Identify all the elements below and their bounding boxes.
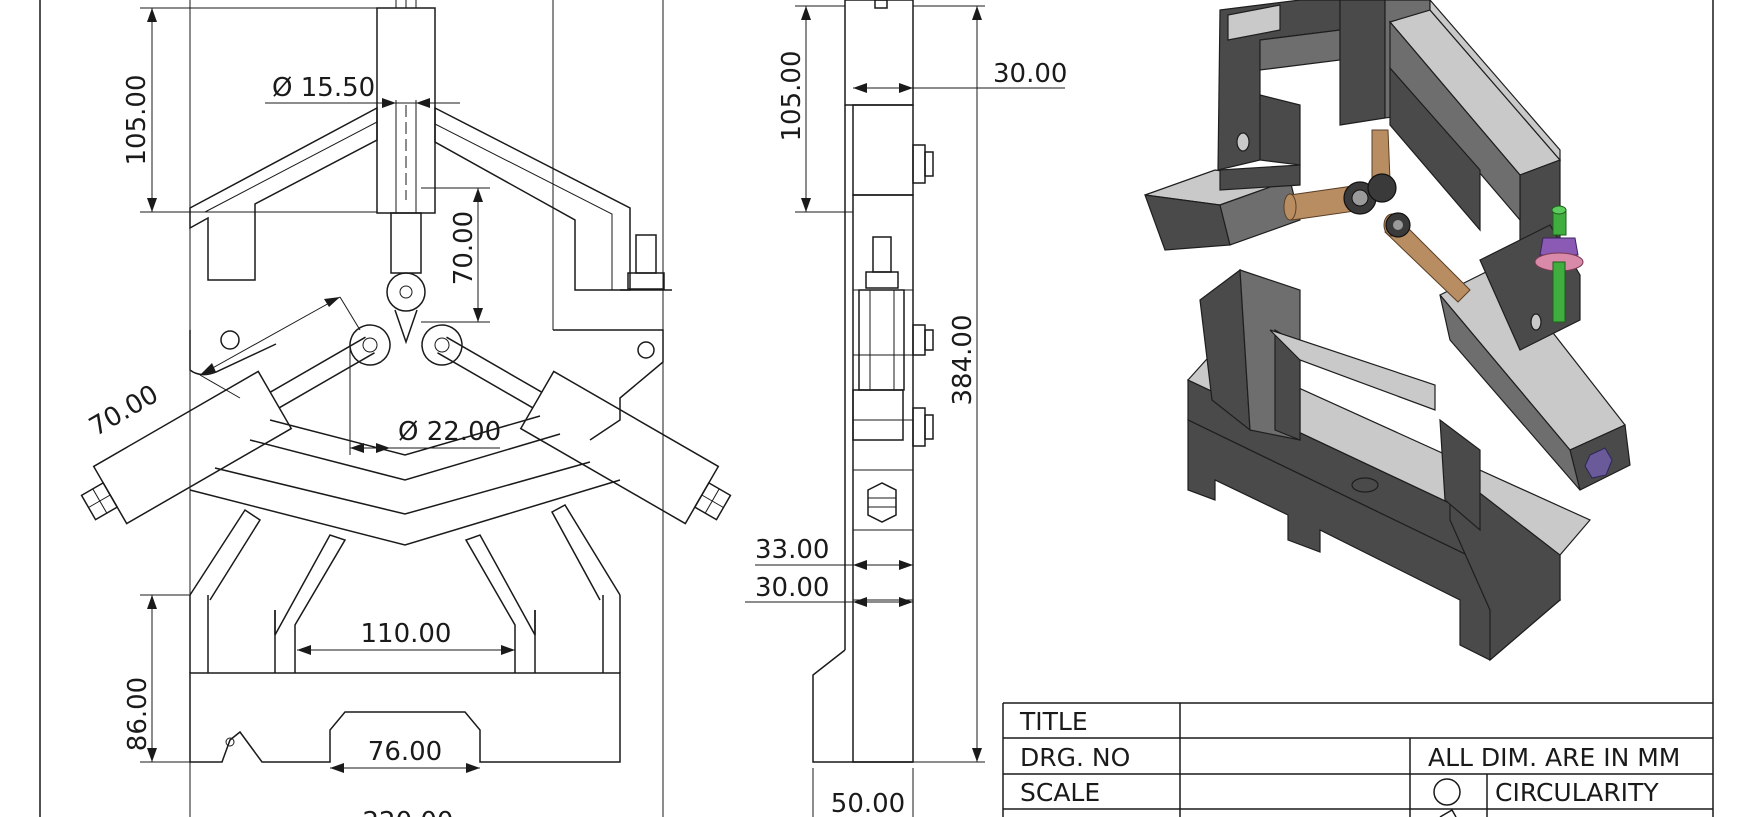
dim-roller-diameter: Ø 22.00 bbox=[398, 417, 501, 447]
circularity-label: CIRCULARITY bbox=[1495, 778, 1659, 807]
dim-side-low-thickness: 30.00 bbox=[755, 573, 829, 603]
units-note: ALL DIM. ARE IN MM bbox=[1428, 743, 1680, 772]
dim-side-mid-thickness: 33.00 bbox=[755, 535, 829, 565]
dim-base-height: 86.00 bbox=[123, 677, 153, 751]
dim-front-top-height: 105.00 bbox=[122, 75, 152, 166]
dim-total-width: 220.00 bbox=[363, 807, 454, 817]
dim-side-total-height: 384.00 bbox=[948, 315, 978, 406]
scale-label: SCALE bbox=[1020, 778, 1100, 807]
side-view: 105.00 30.00 384.00 33.00 30.00 50.00 bbox=[745, 0, 1067, 817]
dim-rod-length: 70.00 bbox=[449, 211, 479, 285]
title-block: TITLE DRG. NO SCALE ALL DIM. ARE IN MM C… bbox=[1002, 702, 1713, 817]
drawing-number-label: DRG. NO bbox=[1020, 743, 1130, 772]
dim-side-top-thickness: 30.00 bbox=[993, 59, 1067, 89]
dim-side-base-width: 50.00 bbox=[831, 789, 905, 817]
dim-pin-diameter: Ø 15.50 bbox=[272, 73, 375, 103]
front-view: 105.00 Ø 15.50 70.00 70.00 Ø 22.00 110.0… bbox=[80, 0, 732, 817]
title-label: TITLE bbox=[1019, 707, 1088, 736]
dim-side-top-height: 105.00 bbox=[777, 51, 807, 142]
circularity-symbol bbox=[1433, 778, 1461, 806]
dim-inner-width: 110.00 bbox=[361, 619, 452, 649]
dim-vee-width: 76.00 bbox=[368, 737, 442, 767]
isometric-view bbox=[1144, 0, 1631, 662]
